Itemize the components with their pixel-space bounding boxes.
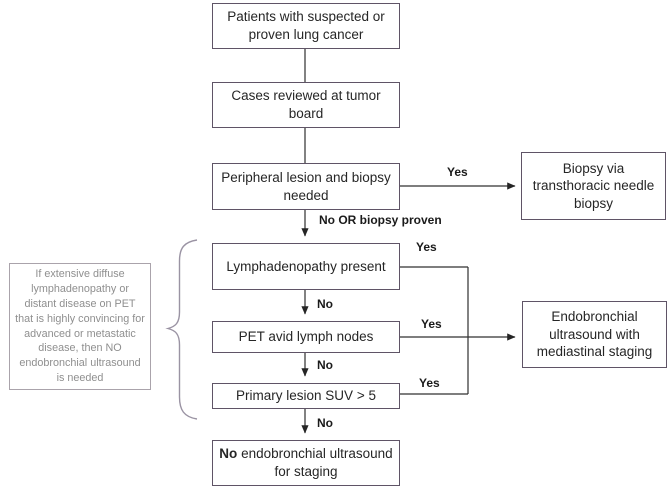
edge-label-suv-yes: Yes <box>419 376 440 390</box>
flow-node-patients: Patients with suspected or proven lung c… <box>212 3 400 49</box>
flow-node-no-ebus-label-bold: No <box>219 446 238 462</box>
edge-label-no-or-biopsy-proven: No OR biopsy proven <box>319 213 442 227</box>
edge-label-peripheral-yes: Yes <box>447 165 468 179</box>
flow-node-no-ebus-label-rest: endobronchial ultrasound for staging <box>241 446 393 479</box>
flow-node-tumor-board: Cases reviewed at tumor board <box>212 82 400 128</box>
flow-node-endobronchial-ultrasound: Endobronchial ultrasound with mediastina… <box>522 301 667 368</box>
flow-node-lymphadenopathy: Lymphadenopathy present <box>212 243 400 290</box>
flow-node-pet-avid-nodes-label: PET avid lymph nodes <box>238 329 374 345</box>
edge-label-pet-no: No <box>317 358 333 372</box>
edge-label-suv-no: No <box>317 416 333 430</box>
flow-node-patients-label: Patients with suspected or proven lung c… <box>227 9 385 42</box>
flow-node-peripheral-lesion-label: Peripheral lesion and biopsy needed <box>221 169 391 203</box>
flow-node-pet-avid-nodes: PET avid lymph nodes <box>212 321 400 353</box>
flow-node-primary-lesion-suv-label: Primary lesion SUV > 5 <box>236 388 376 404</box>
annotation-note: If extensive diffuse lymphadenopathy or … <box>9 263 151 390</box>
edge-label-pet-yes: Yes <box>421 317 442 331</box>
flow-node-no-ebus: No endobronchial ultrasound for staging <box>212 440 400 486</box>
edge-label-lymph-yes: Yes <box>416 240 437 254</box>
flow-node-endobronchial-ultrasound-label: Endobronchial ultrasound with mediastina… <box>536 309 653 360</box>
flow-node-peripheral-lesion: Peripheral lesion and biopsy needed <box>212 163 400 210</box>
flow-node-primary-lesion-suv: Primary lesion SUV > 5 <box>212 383 400 409</box>
edge-label-lymph-no: No <box>317 297 333 311</box>
flow-node-lymphadenopathy-label: Lymphadenopathy present <box>226 258 386 274</box>
flow-node-no-ebus-label: No endobronchial ultrasound for staging <box>219 445 393 480</box>
flow-node-transthoracic-biopsy-label: Biopsy via transthoracic needle biopsy <box>532 160 655 211</box>
flow-node-tumor-board-label: Cases reviewed at tumor board <box>231 88 381 121</box>
curly-brace-icon <box>165 239 198 420</box>
flow-node-transthoracic-biopsy: Biopsy via transthoracic needle biopsy <box>521 152 666 220</box>
annotation-note-text: If extensive diffuse lymphadenopathy or … <box>15 267 145 385</box>
